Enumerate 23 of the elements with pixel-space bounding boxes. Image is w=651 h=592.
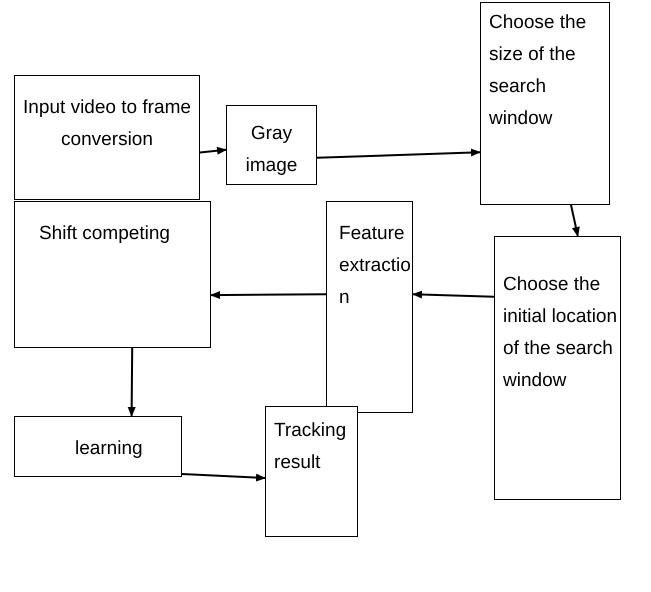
arrow (210, 291, 326, 300)
process-box (480, 2, 610, 205)
process-box (265, 406, 358, 537)
box-text: Feature extraction (339, 222, 412, 310)
box-text: learning (75, 437, 144, 461)
box-text: Choose the size of the search window (489, 11, 588, 131)
arrow (200, 146, 227, 155)
arrow (570, 204, 580, 237)
arrow (182, 472, 266, 482)
arrow (128, 348, 136, 417)
box-text: Input video to frame conversion (22, 96, 192, 152)
process-box (326, 201, 413, 413)
box-text: Shift competing (39, 222, 171, 246)
process-box (226, 105, 317, 185)
process-box (14, 75, 200, 200)
box-text: Gray image (244, 122, 298, 178)
arrow (412, 290, 494, 299)
process-box (14, 416, 182, 477)
box-text: Tracking result (274, 419, 348, 475)
process-box (14, 201, 211, 348)
arrow (316, 148, 481, 159)
box-text: Choose the initial location of the search window (503, 273, 618, 393)
process-box (494, 236, 621, 500)
